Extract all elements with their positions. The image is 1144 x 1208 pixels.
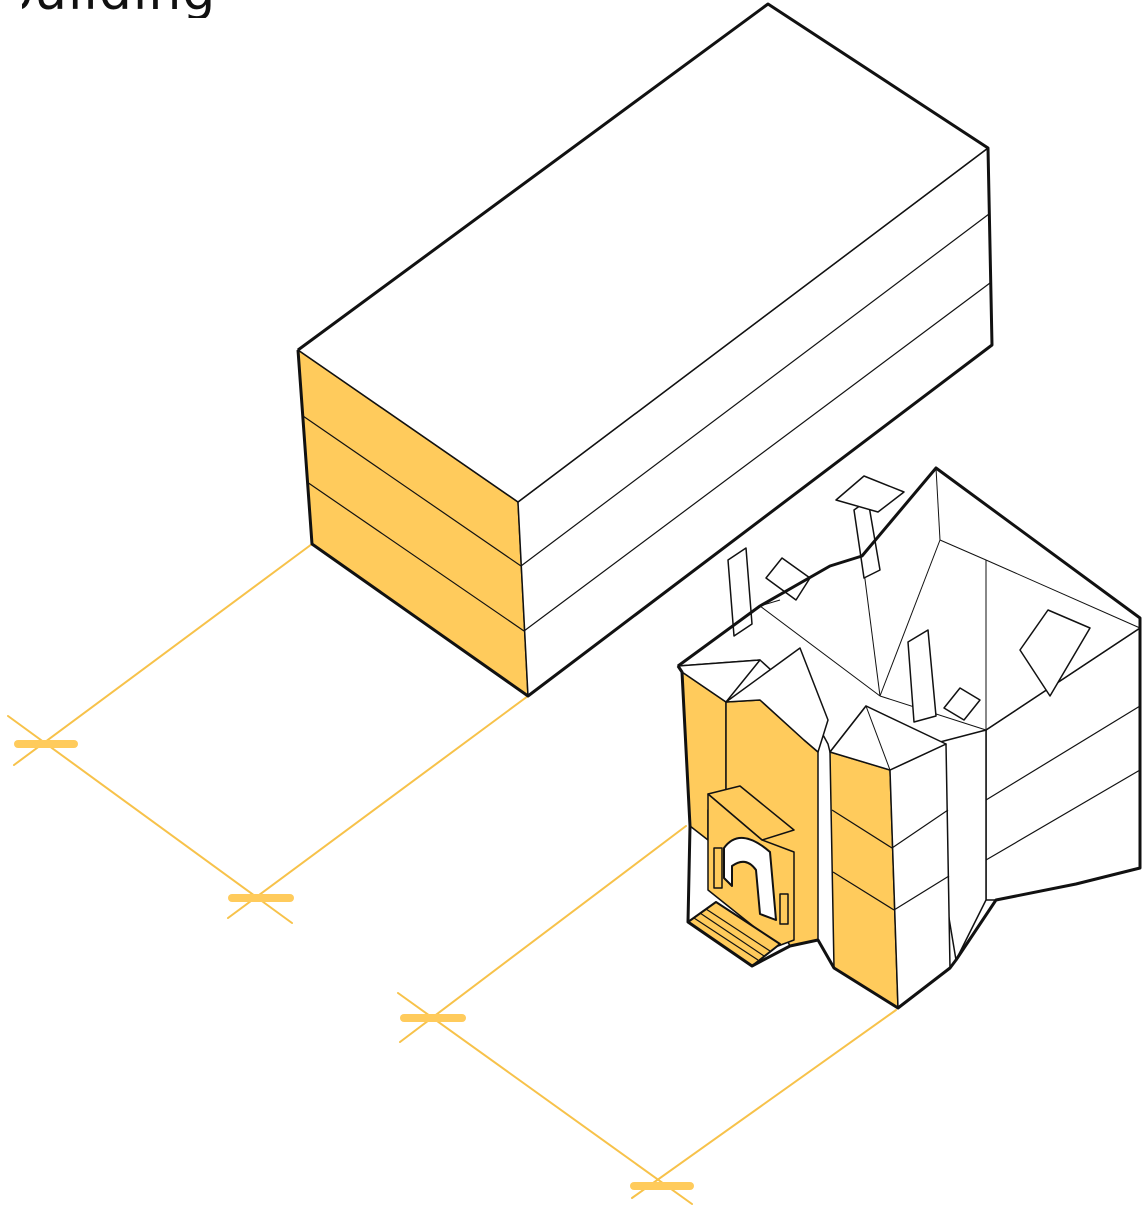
porch-arch (723, 837, 777, 921)
block-floor-lines (302, 213, 991, 632)
chimney-right (907, 629, 937, 723)
block-setback-lines (7, 543, 529, 924)
house-setback-right-line (631, 1009, 897, 1199)
house-setback-left-line (399, 825, 687, 1043)
block-setback-right-line (227, 695, 529, 919)
step-lines (693, 908, 771, 961)
house-frontage-line (397, 992, 693, 1205)
dormer-top (835, 475, 905, 513)
block-frontage-line (7, 715, 293, 924)
diagram-title: building (22, 0, 216, 18)
block-outline (296, 2, 994, 698)
house-dimension-ticks (400, 1014, 694, 1190)
tower-floor-lines (831, 705, 1141, 911)
dormers (765, 475, 1091, 721)
chimney-left (727, 547, 753, 637)
house-gable-roof (725, 647, 829, 753)
dormer-small (943, 687, 981, 721)
chimneys (727, 499, 937, 723)
detailed-historic-building (676, 466, 1142, 1010)
dormer-right (1019, 609, 1091, 697)
tower-roof (829, 705, 947, 771)
tower-side-facade (889, 743, 951, 1009)
house-outline (676, 466, 1142, 1010)
block-setback-left-line (13, 543, 313, 766)
house-setback-lines (397, 825, 897, 1205)
simple-block-building (296, 2, 994, 698)
block-dimension-ticks (14, 740, 294, 902)
porch-columns (713, 847, 789, 925)
tower-front-facade (829, 751, 899, 1009)
